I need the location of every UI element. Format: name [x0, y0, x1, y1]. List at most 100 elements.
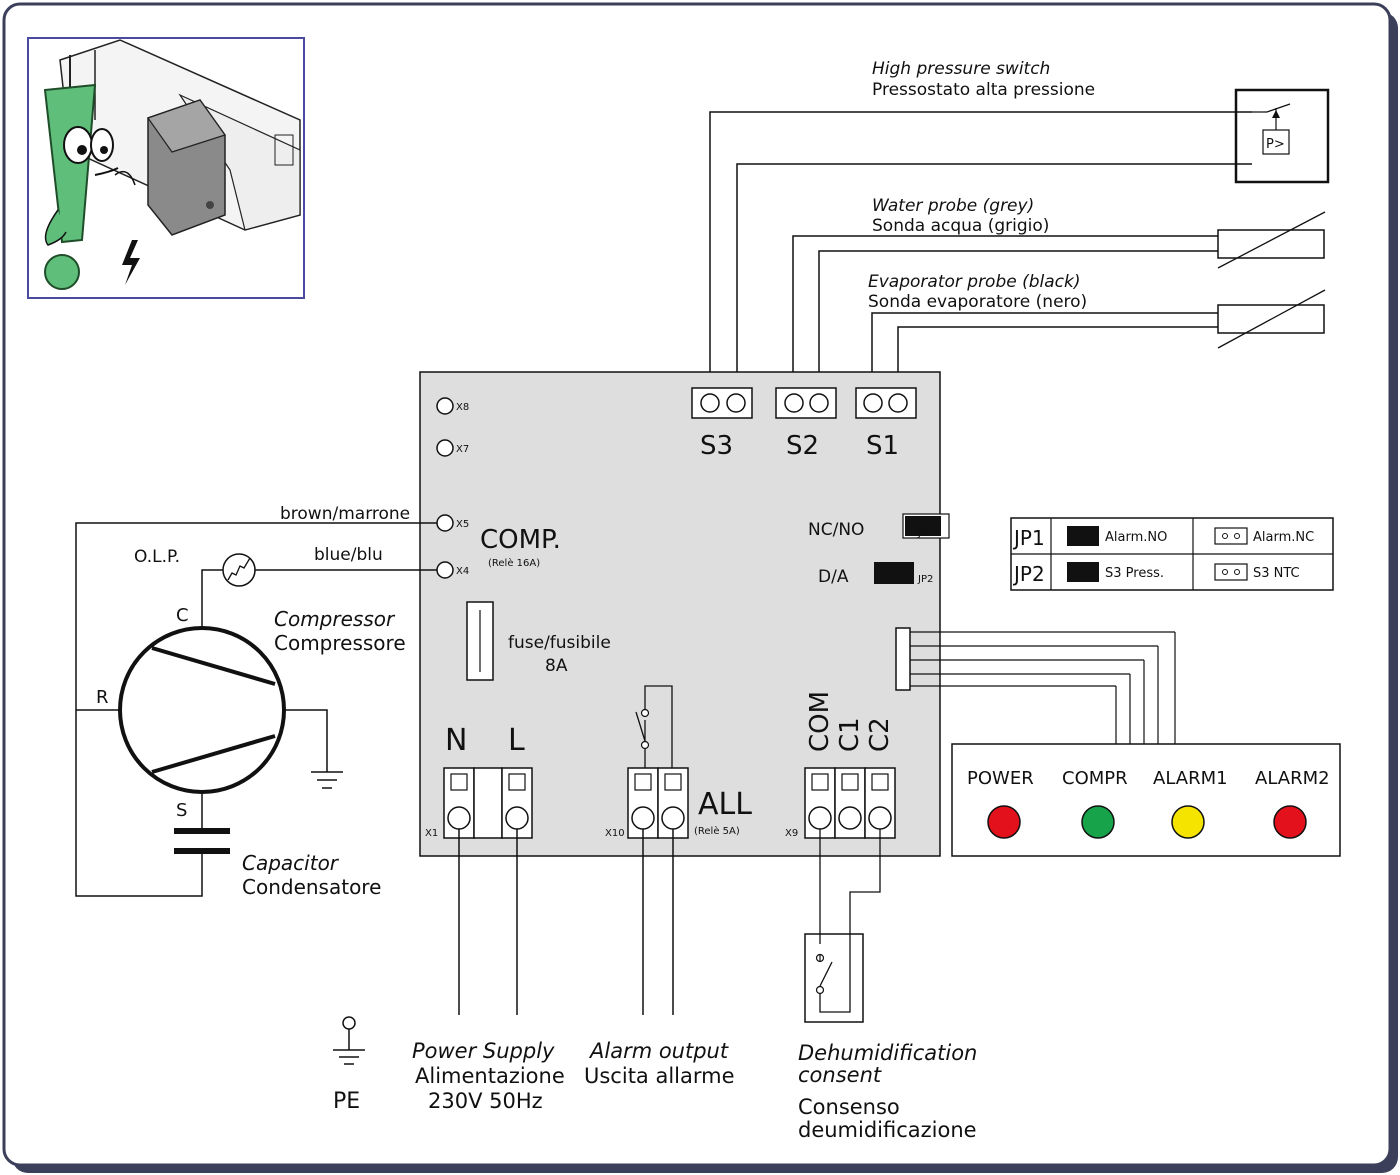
s1-label: S1: [866, 431, 899, 461]
led-alarm1-label: ALARM1: [1153, 768, 1228, 789]
dehum-label-en-2: consent: [798, 1063, 882, 1087]
hp-wire-2: [736, 163, 1252, 397]
led-alarm2-icon: [1273, 805, 1307, 839]
comp-label: COMP.: [480, 525, 561, 555]
s2-label: S2: [786, 431, 819, 461]
nc-no-label: NC/NO: [808, 520, 864, 540]
alarm-label-it: Uscita allarme: [584, 1064, 735, 1088]
capacitor: [174, 828, 230, 854]
brown-wire: [75, 522, 437, 897]
dehum-label-it-1: Consenso: [798, 1095, 900, 1119]
led-power-icon: [987, 805, 1021, 839]
d-a-label: D/A: [818, 567, 849, 587]
evap-label-en: Evaporator probe (black): [868, 272, 1081, 292]
power-label-it: Alimentazione: [415, 1064, 565, 1088]
compressor-s-label: S: [176, 800, 187, 821]
terminal-x9: [804, 767, 896, 839]
comp-relay-label: (Relè 16A): [488, 557, 540, 569]
water-wire-1: [792, 235, 1218, 397]
table-jp1-name: JP1: [1012, 526, 1045, 550]
x10-label: X10: [605, 828, 625, 839]
pe-ground-icon: [333, 1016, 365, 1065]
capacitor-label-en: Capacitor: [242, 851, 340, 875]
compressor-r-label: R: [96, 687, 109, 708]
dehum-label-en-1: Dehumidification: [798, 1041, 977, 1065]
lightning-icon: [122, 240, 140, 285]
x8-label: X8: [456, 402, 469, 413]
compressor-label-it: Compressore: [274, 631, 406, 655]
overload-protector: [222, 553, 256, 587]
x1-label: X1: [425, 828, 438, 839]
led-alarm2-label: ALARM2: [1255, 768, 1330, 789]
pe-label: PE: [333, 1089, 360, 1114]
led-compr-label: COMPR: [1062, 768, 1128, 789]
jumper-jp2: [874, 562, 914, 584]
terminal-s2: [775, 387, 837, 419]
terminal-x10: [627, 767, 689, 839]
compressor-c-label: C: [176, 605, 189, 626]
led-connector: [895, 627, 1176, 744]
s3-label: S3: [700, 431, 733, 461]
pressure-symbol: P>: [1266, 137, 1285, 152]
evap-wire-1: [871, 312, 1218, 397]
pressure-switch: P>: [1234, 88, 1330, 184]
jp1-label: JP1: [917, 528, 933, 539]
water-label-en: Water probe (grey): [872, 196, 1034, 216]
connector-x4: [436, 561, 454, 579]
hp-wire-1: [709, 111, 1252, 397]
led-compr-icon: [1081, 805, 1115, 839]
c1-label: C1: [835, 717, 865, 752]
led-power-label: POWER: [967, 768, 1034, 789]
x5-label: X5: [456, 519, 469, 530]
power-spec: 230V 50Hz: [428, 1089, 543, 1113]
l-label: L: [508, 723, 525, 758]
table-jp2-open: S3 NTC: [1253, 566, 1300, 581]
brown-wire-label: brown/marrone: [280, 504, 410, 524]
terminal-s1: [855, 387, 917, 419]
table-jp1-closed: Alarm.NO: [1105, 530, 1167, 545]
x4-label: X4: [456, 566, 469, 577]
evap-label-it: Sonda evaporatore (nero): [868, 292, 1087, 312]
connector-x7: [436, 439, 454, 457]
olp-label: O.L.P.: [134, 547, 180, 567]
compressor-label-en: Compressor: [274, 607, 396, 631]
dehum-label-it-2: deumidificazione: [798, 1118, 977, 1142]
water-wire-2: [818, 250, 1218, 397]
fuse-label: fuse/fusibile: [508, 633, 611, 653]
x7-label: X7: [456, 444, 469, 455]
all-relay-label: (Relè 5A): [694, 825, 740, 837]
table-jp1-open: Alarm.NC: [1253, 530, 1314, 545]
table-jp2-name: JP2: [1012, 562, 1045, 586]
water-label-it: Sonda acqua (grigio): [872, 216, 1049, 236]
all-label: ALL: [698, 787, 752, 822]
dehumidification-switch: [804, 829, 881, 1023]
jumper-table: [1010, 517, 1334, 591]
alarm-relay-contact: [635, 685, 673, 768]
terminal-s3: [691, 387, 753, 419]
n-label: N: [445, 723, 467, 758]
power-label-en: Power Supply: [412, 1039, 555, 1063]
fuse: [466, 601, 494, 681]
compressor: [118, 626, 286, 794]
hp-label-it: Pressostato alta pressione: [872, 80, 1095, 100]
com-label: COM: [805, 691, 835, 752]
table-jp2-closed: S3 Press.: [1105, 566, 1164, 581]
jp2-label: JP2: [917, 574, 933, 585]
connector-x5: [436, 514, 454, 532]
led-alarm1-icon: [1171, 805, 1205, 839]
hp-label-en: High pressure switch: [872, 59, 1050, 79]
blue-wire-label: blue/blu: [314, 545, 383, 565]
alarm-label-en: Alarm output: [588, 1039, 729, 1063]
terminal-x1: [443, 767, 533, 839]
connector-x8: [436, 397, 454, 415]
water-probe: [1217, 211, 1326, 269]
warning-illustration: [27, 37, 305, 299]
c2-label: C2: [865, 717, 895, 752]
fuse-value: 8A: [545, 656, 568, 676]
led-panel: [951, 743, 1341, 857]
x9-label: X9: [785, 828, 798, 839]
evaporator-probe: [1217, 289, 1326, 349]
ground-icon: [311, 771, 343, 789]
capacitor-label-it: Condensatore: [242, 875, 381, 899]
